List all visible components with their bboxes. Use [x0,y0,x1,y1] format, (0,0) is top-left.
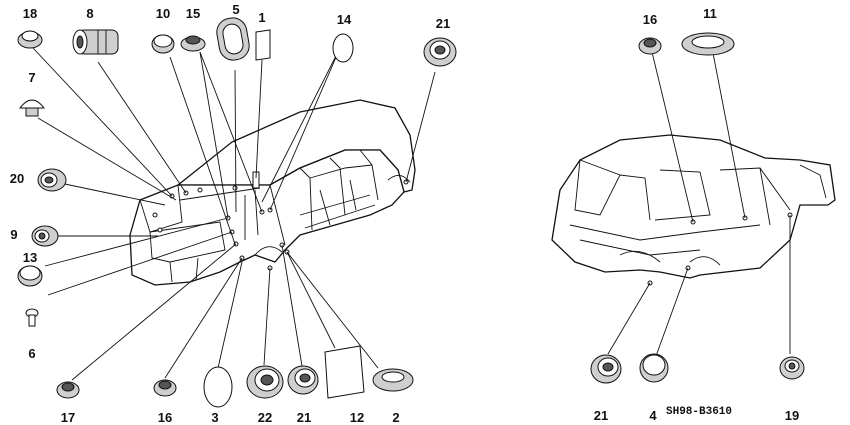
seal-3-icon [203,366,233,408]
cap-13-icon [17,265,43,287]
callout-21-top: 21 [436,16,450,31]
body-shell-left [129,99,416,286]
callout-11: 11 [703,6,717,21]
callout-7: 7 [28,70,35,85]
callout-12: 12 [350,410,364,425]
grommet-21-top-icon [423,37,457,67]
diagram-code: SH98-B3610 [666,406,732,418]
oval-grommet-5-icon [216,17,250,61]
grommet-17-icon [56,381,80,399]
pin-6-icon [25,308,39,327]
grommet-2-icon [372,368,414,392]
callout-9: 9 [10,227,17,242]
grommet-21-right-icon [590,354,622,384]
callout-18: 18 [23,6,37,21]
callout-20: 20 [10,171,24,186]
callout-14: 14 [337,12,352,27]
grommet-9-icon [31,225,59,247]
dome-cap-4-icon [639,353,669,383]
callout-labels: 18 8 10 15 5 1 14 21 7 20 9 13 6 17 16 3… [10,2,799,425]
leader-lines [32,47,791,381]
callout-13: 13 [23,250,37,265]
clip-7-icon [18,99,46,117]
callout-1: 1 [258,10,265,25]
callout-15: 15 [186,6,200,21]
grommet-16-right-icon [638,37,662,55]
callout-3: 3 [211,410,218,425]
callout-19: 19 [785,408,799,423]
callout-4: 4 [649,408,657,423]
callout-21-right: 21 [594,408,608,423]
plug-8-icon [72,29,119,55]
grommet-21-bottom-icon [287,365,319,395]
callout-16-bottom: 16 [158,410,172,425]
cap-10-icon [151,34,175,54]
grommet-15-icon [180,35,206,52]
callout-17: 17 [61,410,75,425]
plate-1-icon [255,29,271,61]
body-shell-right [551,134,836,286]
grommet-18-icon [17,30,43,49]
callout-5: 5 [232,2,239,17]
grommet-16-bottom-icon [153,379,177,397]
grommet-20-icon [37,168,67,192]
callout-2: 2 [392,410,399,425]
callout-22: 22 [258,410,272,425]
callout-10: 10 [156,6,170,21]
ring-11-icon [681,32,735,56]
callout-16-right: 16 [643,12,657,27]
grommet-19-icon [779,356,805,380]
grommet-22-icon [246,365,284,399]
callout-8: 8 [86,6,93,21]
patch-12-icon [324,345,365,399]
seal-14-icon [332,33,354,63]
callout-21-bottom: 21 [297,410,311,425]
callout-6: 6 [28,346,35,361]
